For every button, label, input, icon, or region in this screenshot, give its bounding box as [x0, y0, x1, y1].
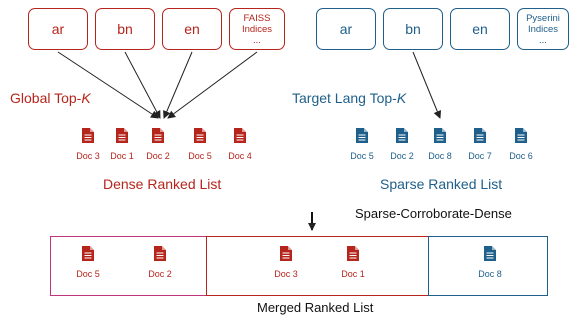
arrow-en-to-dense [163, 51, 193, 119]
merged-dense-doc-label: Doc 1 [341, 269, 365, 279]
document-icon [154, 246, 166, 261]
sparse-doc-item: Doc 2 [382, 128, 422, 161]
dense-doc-item: Doc 2 [138, 128, 178, 161]
dense-doc-item: Doc 3 [68, 128, 108, 161]
arrow-sparse-to-list [412, 51, 442, 119]
document-icon [194, 128, 206, 143]
dense-doc-label: Doc 2 [146, 151, 170, 161]
document-icon [474, 128, 486, 143]
document-icon [234, 128, 246, 143]
document-icon [82, 246, 94, 261]
arrow-bn-to-dense [124, 51, 161, 119]
sparse-doc-label: Doc 2 [390, 151, 414, 161]
document-icon [515, 128, 527, 143]
dense-doc-label: Doc 4 [228, 151, 252, 161]
arrow-faiss-to-dense [167, 51, 258, 119]
merged-dense-doc-item: Doc 3 [266, 246, 306, 279]
sparse-doc-label: Doc 7 [468, 151, 492, 161]
dense-source-en: en [162, 8, 222, 50]
merged-dense-doc-label: Doc 3 [274, 269, 298, 279]
sparse-doc-label: Doc 6 [509, 151, 533, 161]
dense-source-faiss-indices: FAISS Indices ... [229, 8, 285, 50]
dense-doc-label: Doc 3 [76, 151, 100, 161]
merged-corroborated-doc-item: Doc 5 [68, 246, 108, 279]
dense-doc-item: Doc 5 [180, 128, 220, 161]
sparse-doc-label: Doc 8 [428, 151, 452, 161]
arrow-ar-to-dense [57, 51, 159, 119]
target-topk-label: Target Lang Top-K [292, 90, 407, 106]
merged-sparse-doc-label: Doc 8 [478, 269, 502, 279]
sparse-source-ar: ar [316, 8, 376, 50]
merged-segment-sparse-only [428, 236, 548, 296]
sparse-doc-item: Doc 8 [420, 128, 460, 161]
sparse-list-title: Sparse Ranked List [380, 176, 503, 192]
document-icon [280, 246, 292, 261]
sparse-source-bn: bn [383, 8, 443, 50]
dense-doc-item: Doc 4 [220, 128, 260, 161]
document-icon [484, 246, 496, 261]
method-label: Sparse-Corroborate-Dense [355, 206, 512, 221]
sparse-doc-label: Doc 5 [350, 151, 374, 161]
document-icon [82, 128, 94, 143]
merged-sparse-doc-item: Doc 8 [470, 246, 510, 279]
sparse-source-pyserini-indices: Pyserini Indices ... [517, 8, 569, 50]
merged-corroborated-doc-label: Doc 5 [76, 269, 100, 279]
dense-doc-label: Doc 5 [188, 151, 212, 161]
merged-dense-doc-item: Doc 1 [333, 246, 373, 279]
dense-source-ar: ar [28, 8, 88, 50]
sparse-doc-item: Doc 7 [460, 128, 500, 161]
dense-list-title: Dense Ranked List [103, 176, 222, 192]
document-icon [434, 128, 446, 143]
sparse-doc-item: Doc 5 [342, 128, 382, 161]
document-icon [396, 128, 408, 143]
merged-list-title: Merged Ranked List [257, 300, 374, 315]
merged-segment-dense-only [206, 236, 429, 296]
dense-source-bn: bn [95, 8, 155, 50]
dense-doc-item: Doc 1 [102, 128, 142, 161]
dense-doc-label: Doc 1 [110, 151, 134, 161]
document-icon [116, 128, 128, 143]
merged-corroborated-doc-item: Doc 2 [140, 246, 180, 279]
sparse-source-en: en [450, 8, 510, 50]
document-icon [347, 246, 359, 261]
sparse-doc-item: Doc 6 [501, 128, 541, 161]
document-icon [356, 128, 368, 143]
global-topk-label: Global Top-K [10, 90, 91, 106]
merged-corroborated-doc-label: Doc 2 [148, 269, 172, 279]
document-icon [152, 128, 164, 143]
